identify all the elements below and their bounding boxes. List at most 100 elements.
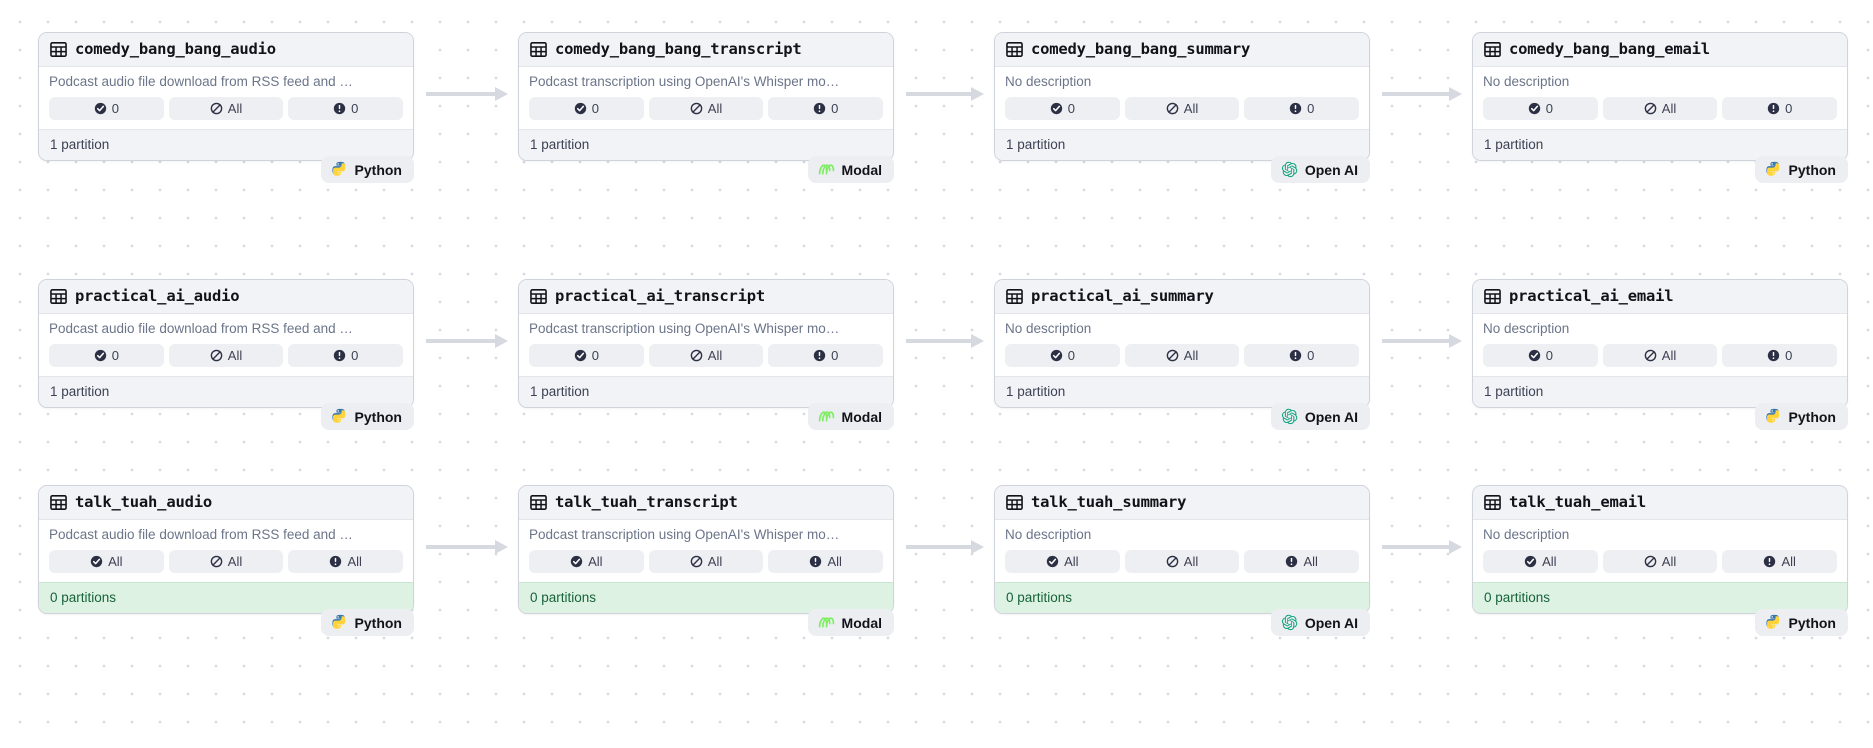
stat-badge-freshness[interactable]: All xyxy=(1602,550,1718,573)
stat-badge-asset-checks[interactable]: 0 xyxy=(288,97,404,120)
asset-card-header[interactable]: practical_ai_transcript xyxy=(519,280,893,314)
stat-badge-freshness[interactable]: All xyxy=(648,550,764,573)
stat-badge-asset-checks[interactable]: All xyxy=(1722,550,1838,573)
stat-badge-materializations[interactable]: 0 xyxy=(49,97,164,120)
stat-badge-asset-checks[interactable]: All xyxy=(288,550,404,573)
asset-card-header[interactable]: practical_ai_summary xyxy=(995,280,1369,314)
edge-connector xyxy=(1382,334,1462,348)
stat-badge-freshness[interactable]: All xyxy=(648,97,764,120)
stat-badge-asset-checks[interactable]: 0 xyxy=(768,97,884,120)
stat-badge-freshness[interactable]: All xyxy=(1124,344,1240,367)
compute-kind-tag-python[interactable]: Python xyxy=(320,609,414,636)
compute-kind-tag-modal[interactable]: Modal xyxy=(807,403,894,430)
asset-partition-status[interactable]: 1 partition xyxy=(519,376,893,407)
stat-badge-freshness[interactable]: All xyxy=(1124,97,1240,120)
asset-partition-status[interactable]: 0 partitions xyxy=(519,582,893,613)
asset-partition-status[interactable]: 1 partition xyxy=(519,129,893,160)
compute-kind-tag-python[interactable]: Python xyxy=(320,156,414,183)
stat-badge-materializations[interactable]: 0 xyxy=(1005,344,1120,367)
asset-card-header[interactable]: comedy_bang_bang_audio xyxy=(39,33,413,67)
compute-kind-tag-python[interactable]: Python xyxy=(1754,156,1848,183)
compute-kind-tag-openai[interactable]: Open AI xyxy=(1270,609,1370,636)
stat-badge-asset-checks[interactable]: 0 xyxy=(768,344,884,367)
edge-arrowhead xyxy=(971,87,984,101)
stat-badge-freshness[interactable]: All xyxy=(1124,550,1240,573)
stat-badge-materializations[interactable]: 0 xyxy=(529,344,644,367)
stat-badge-materializations[interactable]: All xyxy=(1483,550,1598,573)
stat-badge-asset-checks[interactable]: 0 xyxy=(1244,97,1360,120)
stat-badge-asset-checks[interactable]: All xyxy=(1244,550,1360,573)
asset-partition-status[interactable]: 0 partitions xyxy=(1473,582,1847,613)
asset-partition-status[interactable]: 1 partition xyxy=(995,129,1369,160)
stat-badge-asset-checks[interactable]: All xyxy=(768,550,884,573)
stat-badge-materializations[interactable]: 0 xyxy=(1005,97,1120,120)
asset-card-header[interactable]: comedy_bang_bang_email xyxy=(1473,33,1847,67)
compute-kind-tag-python[interactable]: Python xyxy=(1754,403,1848,430)
compute-kind-tag-python[interactable]: Python xyxy=(1754,609,1848,636)
stat-badge-materializations[interactable]: All xyxy=(1005,550,1120,573)
asset-card-header[interactable]: practical_ai_email xyxy=(1473,280,1847,314)
asset-partition-status[interactable]: 0 partitions xyxy=(995,582,1369,613)
stat-badge-freshness[interactable]: All xyxy=(1602,344,1718,367)
stat-badge-freshness[interactable]: All xyxy=(168,97,284,120)
asset-partition-status[interactable]: 1 partition xyxy=(1473,376,1847,407)
stat-badge-asset-checks[interactable]: 0 xyxy=(1722,344,1838,367)
stat-badge-asset-checks[interactable]: 0 xyxy=(1722,97,1838,120)
stat-badge-materializations[interactable]: 0 xyxy=(529,97,644,120)
asset-partition-status[interactable]: 1 partition xyxy=(39,376,413,407)
stat-badge-freshness[interactable]: All xyxy=(648,344,764,367)
asset-card-header[interactable]: comedy_bang_bang_summary xyxy=(995,33,1369,67)
stat-badge-materializations[interactable]: 0 xyxy=(1483,344,1598,367)
asset-card-header[interactable]: comedy_bang_bang_transcript xyxy=(519,33,893,67)
stat-badge-value: 0 xyxy=(1785,101,1793,116)
stat-badge-materializations[interactable]: 0 xyxy=(1483,97,1598,120)
stat-badge-materializations[interactable]: 0 xyxy=(49,344,164,367)
asset-card-header[interactable]: talk_tuah_audio xyxy=(39,486,413,520)
stat-badge-materializations[interactable]: All xyxy=(529,550,644,573)
stat-badge-freshness[interactable]: All xyxy=(1602,97,1718,120)
asset-partition-status[interactable]: 1 partition xyxy=(1473,129,1847,160)
stat-badge-freshness[interactable]: All xyxy=(168,344,284,367)
asset-card-header[interactable]: talk_tuah_email xyxy=(1473,486,1847,520)
compute-kind-tag-openai[interactable]: Open AI xyxy=(1270,403,1370,430)
asset-partition-status[interactable]: 1 partition xyxy=(39,129,413,160)
stat-badge-materializations[interactable]: All xyxy=(49,550,164,573)
stat-badge-asset-checks[interactable]: 0 xyxy=(288,344,404,367)
asset-partition-status[interactable]: 0 partitions xyxy=(39,582,413,613)
compute-kind-tag-python[interactable]: Python xyxy=(320,403,414,430)
asset-card-header[interactable]: talk_tuah_summary xyxy=(995,486,1369,520)
stat-badge-asset-checks[interactable]: 0 xyxy=(1244,344,1360,367)
compute-kind-tag-openai[interactable]: Open AI xyxy=(1270,156,1370,183)
asset-partition-status[interactable]: 1 partition xyxy=(995,376,1369,407)
asset-card-header[interactable]: talk_tuah_transcript xyxy=(519,486,893,520)
asset-card-header[interactable]: practical_ai_audio xyxy=(39,280,413,314)
stat-badge-freshness[interactable]: All xyxy=(168,550,284,573)
compute-kind-tag-modal[interactable]: Modal xyxy=(807,609,894,636)
compute-kind-tag-modal[interactable]: Modal xyxy=(807,156,894,183)
